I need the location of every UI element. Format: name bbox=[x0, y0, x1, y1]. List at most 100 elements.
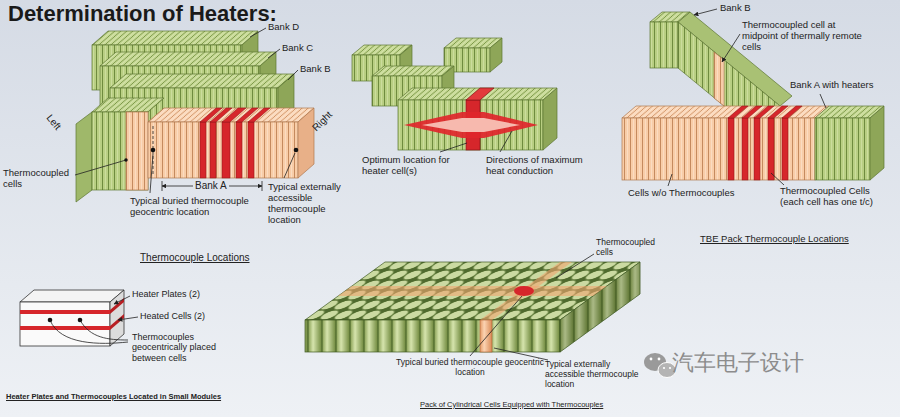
bank-label: Bank B bbox=[720, 3, 751, 14]
callout-label: Thermocouples geocentrically placed betw… bbox=[132, 332, 232, 363]
heater-cells-part bbox=[222, 122, 230, 178]
leader-lines-part bbox=[162, 181, 163, 191]
leader-lines-part bbox=[294, 148, 299, 153]
thermocoupled-cells-part bbox=[514, 286, 534, 296]
callout-label: Thermocoupled cells bbox=[3, 168, 73, 190]
thermocoupled-cells-part bbox=[480, 320, 492, 352]
tbe-pack-figure-part bbox=[650, 22, 678, 68]
bank-stack-figure-part bbox=[110, 74, 294, 88]
heater-cells-part bbox=[782, 118, 788, 180]
wechat-icon-part bbox=[663, 367, 665, 369]
thermocoupled-cells-part bbox=[480, 262, 572, 320]
leader-lines-part bbox=[820, 94, 826, 108]
leader-lines-part bbox=[722, 34, 740, 62]
leader-lines bbox=[48, 296, 138, 343]
cylindrical-pack-figure-part bbox=[305, 320, 560, 352]
leader-lines-part bbox=[114, 296, 130, 304]
callout-label: Cells w/o Thermocouples bbox=[628, 188, 734, 199]
dimension-label: Bank A bbox=[193, 180, 229, 192]
side-label: Right bbox=[310, 109, 335, 134]
leader-lines bbox=[440, 131, 512, 152]
callout-label: Typical buried thermocouple geocentric l… bbox=[395, 358, 545, 378]
tbe-pack-figure-part bbox=[650, 12, 690, 22]
leader-lines-part bbox=[118, 317, 138, 320]
leader-lines-part bbox=[75, 160, 126, 175]
small-module-figure-part bbox=[110, 314, 124, 330]
heater-cells bbox=[200, 108, 270, 178]
leader-lines-part bbox=[556, 254, 594, 278]
heat-direction-arrow-part bbox=[422, 118, 520, 132]
small-module-figure-part bbox=[110, 290, 124, 346]
small-module-figure-part bbox=[20, 302, 110, 346]
wechat-icon bbox=[644, 353, 676, 378]
heater-cells-part bbox=[768, 118, 774, 180]
callout-label: Typical externally accessible thermocoup… bbox=[545, 360, 640, 389]
heater-cells-part bbox=[754, 118, 760, 180]
wechat-icon-part bbox=[669, 367, 671, 369]
leader-lines-part bbox=[150, 154, 153, 193]
leader-lines-part bbox=[262, 181, 263, 191]
heater-cells-part bbox=[248, 108, 270, 122]
tbe-pack-figure-part bbox=[622, 106, 829, 118]
diagram-title: Determination of Heaters: bbox=[8, 1, 277, 26]
leader-lines-part bbox=[470, 296, 522, 356]
small-module-figure-part bbox=[20, 290, 124, 302]
leader-lines-part bbox=[668, 174, 672, 186]
tbe-pack-figure-part bbox=[870, 106, 884, 180]
bank-stack-figure-part bbox=[148, 122, 298, 178]
heat-conduction-figure-part bbox=[398, 100, 543, 150]
heater-cells-part bbox=[742, 118, 748, 180]
figure-caption: Heater Plates and Thermocouples Located … bbox=[6, 393, 221, 402]
heater-cells-part bbox=[782, 106, 802, 118]
callout-label: Typical externally accessible thermocoup… bbox=[268, 182, 360, 226]
heater-cells-part bbox=[200, 122, 206, 178]
leader-lines bbox=[470, 254, 594, 360]
heat-conduction-figure bbox=[352, 38, 557, 150]
heater-cells-part bbox=[248, 122, 254, 178]
bank-stack-figure-part bbox=[126, 112, 148, 190]
leader-lines-part bbox=[284, 153, 295, 178]
bank-stack-figure bbox=[76, 31, 314, 202]
heat-conduction-figure-part bbox=[490, 38, 502, 72]
heater-cells-part bbox=[210, 122, 216, 178]
callout-label: Thermocoupled cell at midpoint of therma… bbox=[742, 20, 864, 53]
cylindrical-pack-figure-part bbox=[560, 262, 640, 352]
heater-cells-part bbox=[236, 122, 242, 178]
heat-conduction-figure-part bbox=[466, 88, 494, 100]
heat-direction-arrow bbox=[404, 112, 538, 138]
figure-caption: Thermocouple Locations bbox=[140, 252, 250, 264]
bank-stack-figure-part bbox=[92, 31, 258, 45]
callout-label: Heater Plates (2) bbox=[132, 289, 200, 299]
heat-conduction-figure-part bbox=[543, 88, 557, 150]
bank-label: Bank B bbox=[300, 64, 331, 75]
thermocoupled-cells-part bbox=[338, 286, 607, 296]
thermocoupled-cells bbox=[338, 262, 607, 352]
wechat-icon-part bbox=[650, 358, 653, 361]
tbe-pack-figure-part bbox=[714, 52, 724, 106]
small-module-figure bbox=[20, 290, 124, 346]
cylindrical-pack-figure-part bbox=[560, 262, 640, 352]
tbe-pack-figure-part bbox=[815, 118, 870, 180]
tbe-pack-figure-part bbox=[622, 118, 815, 180]
callout-label: Optimum location for heater cell(s) bbox=[362, 155, 467, 177]
watermark: 汽车电子设计 bbox=[672, 350, 804, 375]
leader-lines-part bbox=[268, 49, 280, 58]
bank-stack-figure-part bbox=[148, 108, 314, 122]
bank-label: Bank D bbox=[268, 22, 299, 33]
leader-lines-part bbox=[694, 9, 717, 15]
callout-label: Directions of maximum heat conduction bbox=[486, 155, 598, 177]
heat-conduction-figure-part bbox=[398, 88, 557, 100]
leader-lines-part bbox=[500, 131, 512, 152]
tbe-pack-figure bbox=[622, 12, 884, 180]
callout-label: Thermocoupled Cells (each cell has one t… bbox=[780, 186, 892, 208]
figure-caption: TBE Pack Thermocouple Locations bbox=[700, 234, 849, 245]
heater-cells bbox=[728, 106, 802, 180]
leader-lines-part bbox=[80, 320, 128, 340]
leader-lines-part bbox=[250, 28, 266, 37]
wechat-icon-part bbox=[658, 358, 661, 361]
figure-caption: Pack of Cylindrical Cells Equipped with … bbox=[420, 401, 603, 410]
leader-lines-part bbox=[50, 320, 128, 343]
